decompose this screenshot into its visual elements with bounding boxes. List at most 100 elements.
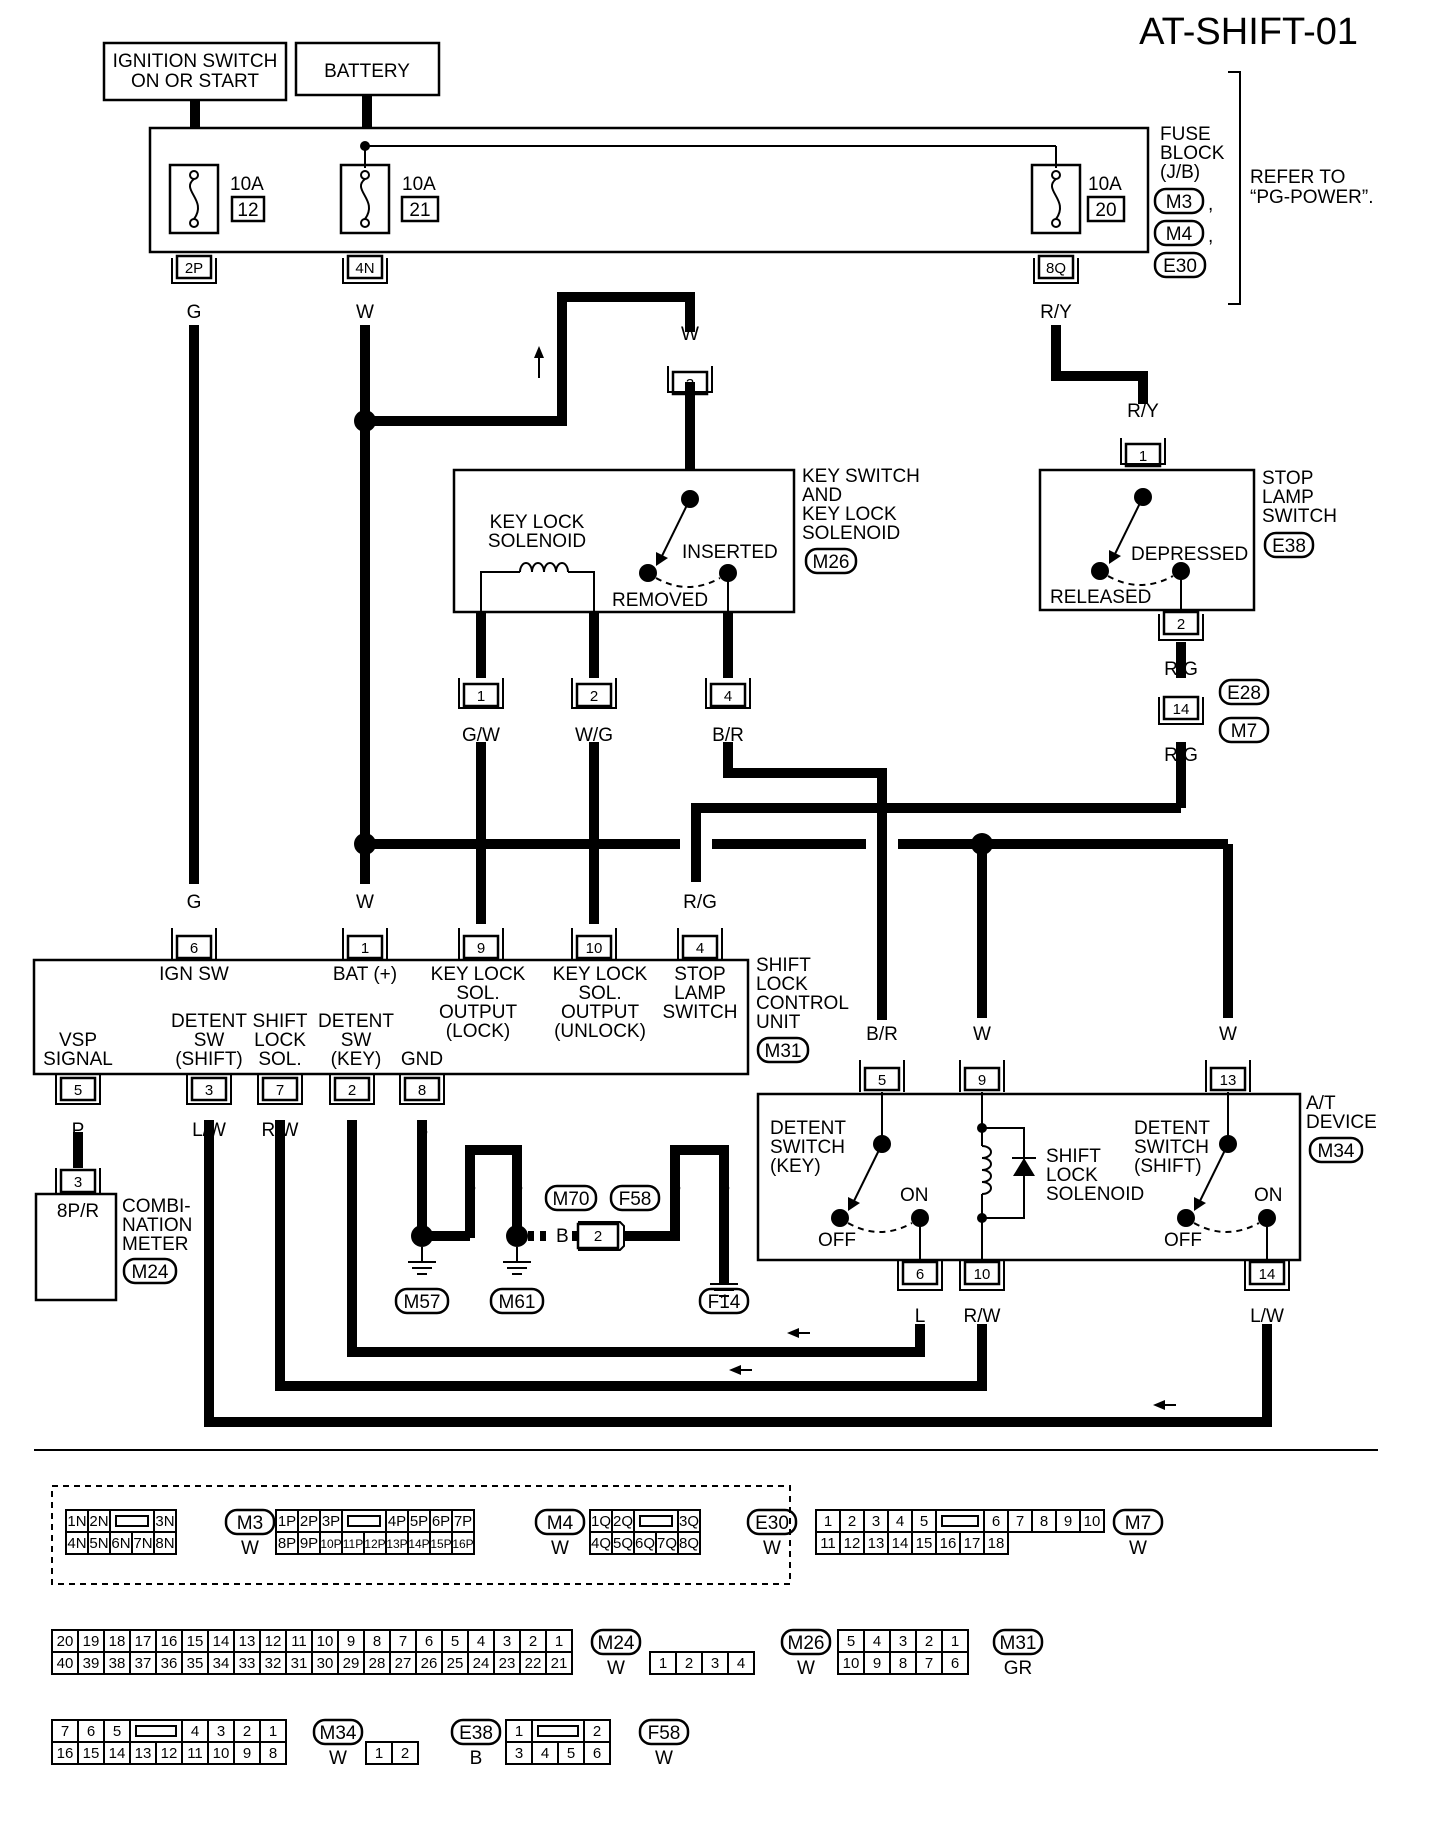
battery-source-box: BATTERY	[294, 41, 441, 97]
connector-pin-label: 8P	[278, 1535, 296, 1552]
cu-wire-rw: R/W	[262, 1120, 299, 1141]
connector-pin-label: 4	[737, 1655, 745, 1672]
connector-pin-label: 14	[892, 1535, 909, 1552]
connector-pin-label: 13	[135, 1745, 152, 1762]
connector-pin-label: 1	[269, 1723, 277, 1740]
fuse-12-number: 12	[237, 200, 258, 221]
cu-shift-lock-1: SHIFT	[253, 1011, 308, 1032]
connector-pin-label: 17	[135, 1633, 152, 1650]
cu-keylock-lock-2: SOL.	[456, 983, 499, 1004]
connector-pin-label: 6Q	[635, 1535, 655, 1552]
meter-connector: M24	[132, 1262, 169, 1283]
at-device: B/R W W 5 9 13 ON OFF DETENT SWITCH (KEY…	[756, 1024, 1377, 1327]
connector-pin-label: 4	[896, 1513, 904, 1530]
ks-pin-1: 1	[477, 688, 485, 705]
connector-pin-label: 21	[551, 1655, 568, 1672]
key-switch-label-1: KEY SWITCH	[802, 466, 920, 487]
cu-pin-1: 1	[361, 940, 369, 957]
connector-cavity	[545, 1651, 573, 1675]
connector-view-tag	[534, 1508, 586, 1536]
cu-pin-9: 9	[477, 940, 485, 957]
connector-pin-label: 3	[872, 1513, 880, 1530]
at-detent-shift-3: (SHIFT)	[1134, 1156, 1202, 1177]
connector-cavity	[583, 1741, 611, 1765]
svg-text:,: ,	[1208, 194, 1213, 215]
connector-pin-label: 16P	[452, 1537, 473, 1551]
connector-pin-label: 7	[925, 1655, 933, 1672]
key-switch-terminal-4: 4 B/R	[705, 678, 751, 746]
key-switch-connector: M26	[813, 552, 850, 573]
at-wire-br: B/R	[866, 1024, 898, 1045]
connector-pin-label: 6P	[432, 1513, 450, 1530]
connector-pin-label: 14P	[408, 1537, 429, 1551]
connector-cavity	[259, 1741, 287, 1765]
at-key-off: OFF	[818, 1230, 856, 1251]
connector-pin-label: 8	[1040, 1513, 1048, 1530]
connector-pin-label: 36	[161, 1655, 178, 1672]
connector-view-color: W	[551, 1538, 569, 1559]
key-switch-label-3: KEY LOCK	[802, 504, 897, 525]
cu-pin-4: 4	[696, 940, 704, 957]
fuse-20: 10A 20	[1030, 163, 1126, 235]
connector-pin-label: 10	[213, 1745, 230, 1762]
cu-pin-5: 5	[74, 1082, 82, 1099]
at-pin-5: 5	[878, 1072, 886, 1089]
connector-pin-label: 10	[1084, 1513, 1101, 1530]
cu-pin-6: 6	[190, 940, 198, 957]
fuse-21: 10A 21	[339, 163, 440, 235]
connector-pin-label: 30	[317, 1655, 334, 1672]
key-switch-terminal-1: 1 G/W	[458, 678, 504, 746]
connector-pin-label: 13	[239, 1633, 256, 1650]
svg-text:,: ,	[1208, 226, 1213, 247]
cu-wire-l: L	[347, 1120, 358, 1141]
cu-keylock-unlock-4: (UNLOCK)	[554, 1021, 646, 1042]
connector-view-tag	[450, 1718, 502, 1746]
connector-lock-tab	[537, 1725, 579, 1737]
connector-pin-label: 20	[57, 1633, 74, 1650]
connector-pin-label: 9	[1064, 1513, 1072, 1530]
shift-lock-control-unit: 6 1 9 10 4 IGN SW BAT (+) KEY LOCK SOL. …	[32, 928, 849, 1141]
fuse-20-number: 20	[1095, 200, 1116, 221]
connector-view-tag	[224, 1508, 276, 1536]
cu-keylock-unlock-2: SOL.	[578, 983, 621, 1004]
cu-shift-lock-2: LOCK	[254, 1030, 306, 1051]
connector-cavity	[531, 1719, 585, 1743]
ks-pin-4: 4	[724, 688, 732, 705]
connector-pin-label: 32	[265, 1655, 282, 1672]
connector-view-color: GR	[1004, 1658, 1033, 1679]
connector-pin-label: 2N	[89, 1513, 108, 1530]
at-key-on: ON	[900, 1185, 929, 1206]
fuse-20-rating: 10A	[1088, 174, 1122, 195]
connector-cavity	[1079, 1509, 1105, 1533]
stop-lamp-pin-1: 1	[1139, 448, 1147, 465]
fuse-12: 10A 12	[168, 163, 266, 235]
cu-detent-key-3: (KEY)	[331, 1049, 382, 1070]
ignition-label-line2: ON OR START	[131, 71, 259, 92]
ks-wire-wg: W/G	[575, 725, 613, 746]
connector-pin-label: 2	[243, 1723, 251, 1740]
connector-view-name: M26	[788, 1633, 825, 1654]
connector-pin-label: 1	[555, 1633, 563, 1650]
connector-pin-label: 1	[375, 1745, 383, 1762]
at-device-label-2: DEVICE	[1306, 1112, 1377, 1133]
joint-connector-e28: E28	[1227, 683, 1261, 704]
connector-pin-label: 6	[992, 1513, 1000, 1530]
terminal-4n-label: 4N	[355, 260, 374, 277]
connector-pin-label: 3N	[155, 1513, 174, 1530]
cu-pin-2: 2	[348, 1082, 356, 1099]
connector-pin-label: 18	[109, 1633, 126, 1650]
connector-pin-label: 14	[109, 1745, 126, 1762]
connector-pin-label: 10	[317, 1633, 334, 1650]
connector-cavity	[677, 1531, 701, 1555]
inserted-label: INSERTED	[682, 542, 778, 563]
cu-gnd-label: GND	[401, 1049, 443, 1070]
connector-view-color: W	[1129, 1538, 1147, 1559]
cu-wire-w: W	[356, 892, 374, 913]
connector-pin-label: 13	[868, 1535, 885, 1552]
released-label: RELEASED	[1050, 587, 1151, 608]
connector-pin-label: 4Q	[591, 1535, 611, 1552]
cu-detent-shift-3: (SHIFT)	[175, 1049, 243, 1070]
